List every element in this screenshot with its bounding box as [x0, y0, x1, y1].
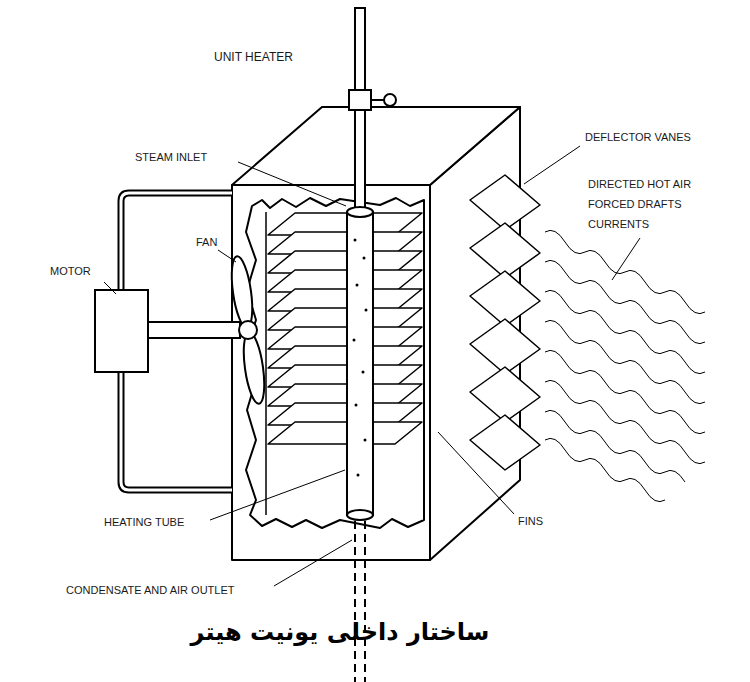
air-wave: [545, 230, 705, 313]
air-wave: [545, 410, 685, 482]
steam-dot: [355, 404, 358, 407]
steam-dot: [365, 309, 368, 312]
leader-line: [438, 432, 514, 514]
steam-dot: [356, 284, 359, 287]
motor-shaft: [148, 322, 240, 338]
steam-pipe: [349, 8, 396, 208]
motor-body: [95, 290, 148, 372]
housing-front-cutaway: [232, 185, 430, 560]
vane: [470, 367, 540, 422]
outlet-pipe-line: [364, 521, 366, 682]
air-wave: [545, 260, 705, 343]
outlet-pipe-line: [354, 521, 356, 682]
part-label: DIRECTED HOT AIR FORCED DRAFTS CURRENTS: [586, 174, 728, 234]
fins: [268, 213, 422, 444]
hot-air-currents: [545, 230, 705, 501]
part-label: HEATING TUBE: [102, 515, 186, 529]
vane: [470, 271, 540, 326]
air-wave: [545, 350, 705, 433]
tube-bottom: [347, 510, 373, 520]
housing: [232, 107, 520, 560]
valve-stem: [371, 99, 384, 101]
leader-line: [210, 470, 345, 520]
air-wave: [545, 438, 665, 501]
part-label: MOTOR: [48, 264, 93, 278]
valve-body: [349, 90, 371, 110]
motor-fan: [95, 255, 268, 405]
tube-top: [347, 207, 373, 217]
valve-handle: [384, 94, 396, 106]
caption: ساختار داخلی یونیت هیتر: [191, 618, 490, 646]
part-label: CONDENSATE AND AIR OUTLET: [64, 583, 237, 597]
steam-dot: [362, 371, 365, 374]
fan-blade: [240, 331, 268, 405]
part-label: FAN: [194, 235, 219, 249]
diagram-title: UNIT HEATER: [212, 50, 295, 64]
vane: [470, 175, 540, 230]
heating-tube: [347, 207, 373, 520]
condensate-outlet: [355, 521, 365, 682]
steam-dot: [354, 239, 357, 242]
vane: [470, 415, 540, 470]
inner-corner: [265, 212, 267, 515]
steam-dot: [363, 257, 366, 260]
part-label: DEFLECTOR VANES: [583, 130, 693, 144]
leader-line: [274, 540, 352, 586]
leader-line: [612, 238, 640, 280]
part-label: FINS: [516, 514, 545, 528]
steam-dot: [357, 474, 360, 477]
deflector-vanes: [470, 175, 540, 470]
steam-dot: [364, 439, 367, 442]
air-wave: [545, 380, 705, 463]
vane: [470, 319, 540, 374]
fin: [268, 422, 422, 444]
interior-wall: [265, 212, 267, 515]
fan-hub: [239, 321, 257, 339]
leader-line: [218, 250, 236, 262]
part-label: STEAM INLET: [133, 150, 209, 164]
leader-line: [524, 146, 580, 184]
leader-line: [104, 282, 116, 294]
vane: [470, 223, 540, 278]
air-wave: [545, 320, 705, 403]
steam-dots: [353, 239, 368, 477]
tube-body: [347, 212, 373, 515]
leader-line: [238, 162, 346, 206]
housing-top: [232, 107, 520, 185]
fan-blade: [228, 255, 256, 329]
steam-dot: [353, 339, 356, 342]
air-wave: [545, 290, 705, 373]
